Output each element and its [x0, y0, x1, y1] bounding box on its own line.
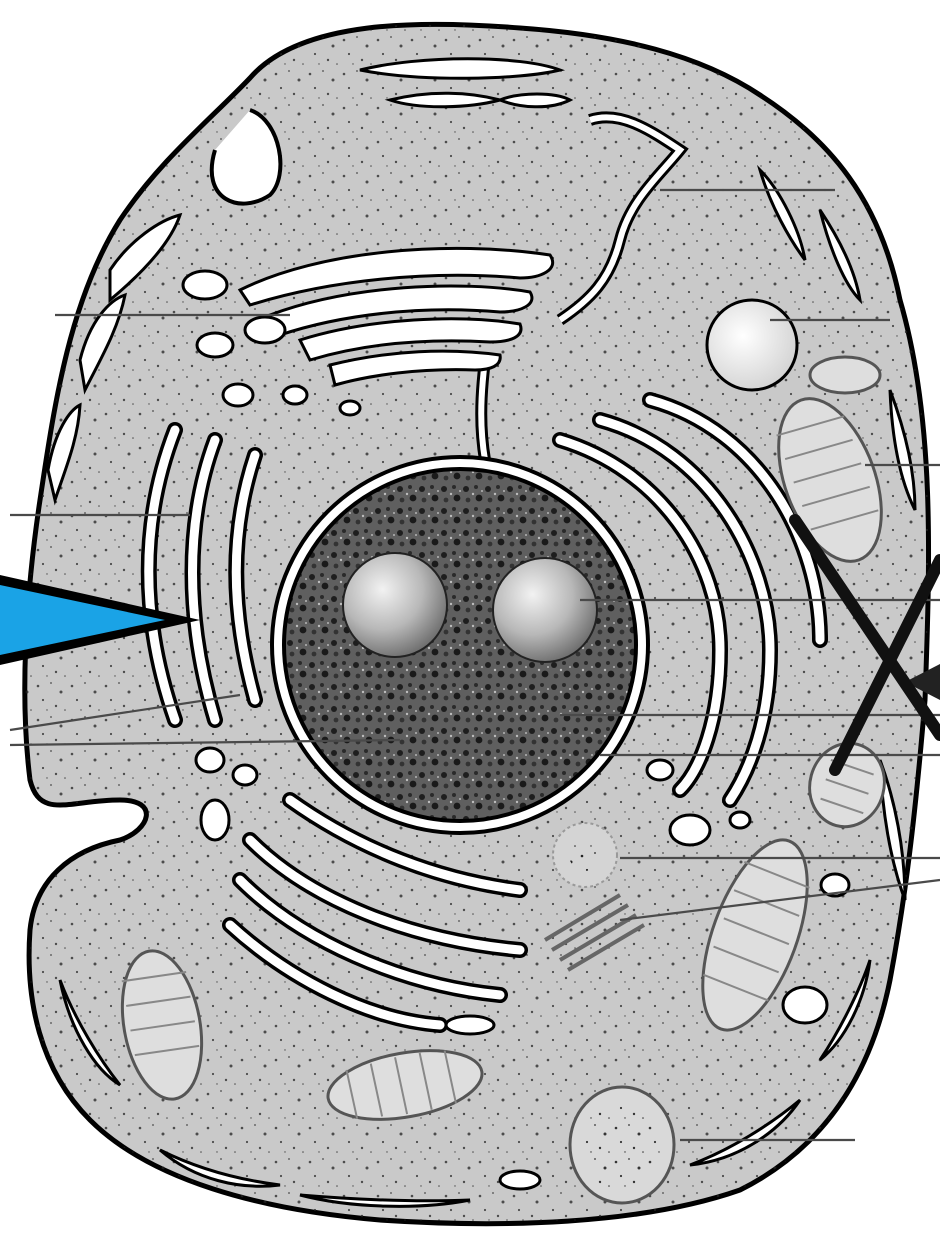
nucleolus-left	[343, 553, 447, 657]
nucleolus-right	[493, 558, 597, 662]
vacuole	[707, 300, 797, 390]
lysosome	[570, 1087, 674, 1203]
